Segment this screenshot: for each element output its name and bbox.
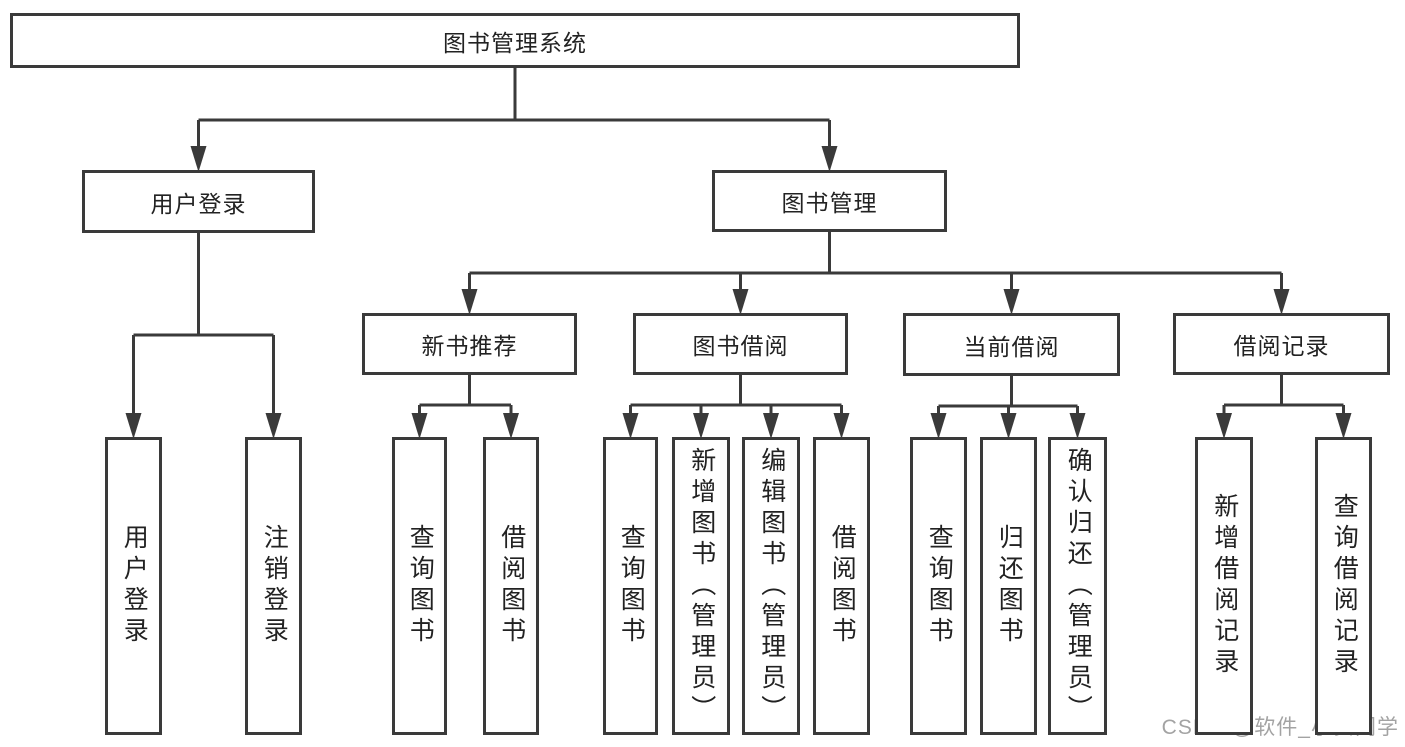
- node-label-root: 图书管理系统: [443, 29, 587, 56]
- node-label-leaf-query-book-2: 查询图书: [617, 524, 646, 648]
- node-new-book-rec: 新书推荐: [362, 313, 577, 375]
- node-leaf-query-book-2: 查询图书: [603, 437, 658, 735]
- node-label-leaf-query-record: 查询借阅记录: [1330, 493, 1359, 679]
- node-leaf-query-book-3: 查询图书: [910, 437, 967, 735]
- node-label-leaf-borrow-book-2: 借阅图书: [828, 524, 857, 648]
- node-leaf-logout: 注销登录: [245, 437, 302, 735]
- node-leaf-return-book: 归还图书: [980, 437, 1037, 735]
- node-book-borrow: 图书借阅: [633, 313, 848, 375]
- node-leaf-query-book-1: 查询图书: [392, 437, 447, 735]
- node-label-leaf-query-book-1: 查询图书: [406, 524, 435, 648]
- node-label-user-login: 用户登录: [150, 190, 247, 217]
- node-leaf-borrow-book-2: 借阅图书: [813, 437, 870, 735]
- node-label-leaf-edit-book: 编辑图书（管理员）: [757, 446, 786, 726]
- node-leaf-edit-book: 编辑图书（管理员）: [742, 437, 800, 735]
- node-label-leaf-borrow-book-1: 借阅图书: [497, 524, 526, 648]
- node-borrow-record: 借阅记录: [1173, 313, 1390, 375]
- node-label-leaf-user-login: 用户登录: [120, 524, 149, 648]
- node-label-book-mgmt: 图书管理: [781, 190, 878, 216]
- node-user-login: 用户登录: [82, 170, 315, 233]
- node-leaf-add-record: 新增借阅记录: [1195, 437, 1253, 735]
- node-current-borrow: 当前借阅: [903, 313, 1120, 376]
- node-label-leaf-add-record: 新增借阅记录: [1210, 493, 1239, 679]
- node-label-borrow-record: 借阅记录: [1233, 333, 1330, 359]
- node-book-mgmt: 图书管理: [712, 170, 947, 232]
- node-leaf-borrow-book-1: 借阅图书: [483, 437, 539, 735]
- node-label-leaf-logout: 注销登录: [260, 524, 289, 648]
- node-leaf-add-book: 新增图书（管理员）: [672, 437, 730, 735]
- node-label-new-book-rec: 新书推荐: [421, 333, 518, 359]
- node-label-leaf-confirm-return: 确认归还（管理员）: [1064, 446, 1093, 726]
- node-label-leaf-add-book: 新增图书（管理员）: [687, 446, 716, 726]
- node-label-current-borrow: 当前借阅: [963, 333, 1060, 360]
- node-leaf-confirm-return: 确认归还（管理员）: [1048, 437, 1107, 735]
- node-root: 图书管理系统: [10, 13, 1020, 68]
- node-leaf-user-login: 用户登录: [105, 437, 162, 735]
- node-leaf-query-record: 查询借阅记录: [1315, 437, 1372, 735]
- node-label-book-borrow: 图书借阅: [692, 333, 789, 359]
- node-label-leaf-query-book-3: 查询图书: [925, 524, 954, 648]
- node-label-leaf-return-book: 归还图书: [995, 524, 1024, 648]
